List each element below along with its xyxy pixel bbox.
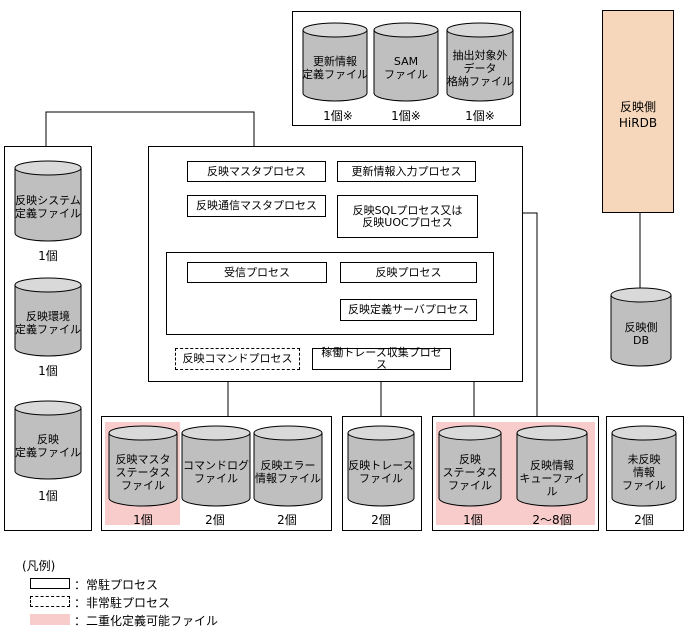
top-file-count-3: 1個※ xyxy=(465,109,495,123)
bottom-file-count-4: 2個 xyxy=(371,513,391,527)
process-command: 反映コマンドプロセス xyxy=(175,348,300,370)
top-file-count-2: 1個※ xyxy=(391,109,421,123)
bottom-file-6-label: 反映情報 キューファイル xyxy=(519,459,585,498)
top-file-2-label: SAM ファイル xyxy=(384,55,428,81)
process-master: 反映マスタプロセス xyxy=(187,161,326,182)
left-file-3-label: 反映 定義ファイル xyxy=(15,433,81,459)
cylinder-shape xyxy=(108,425,178,507)
bottom-file-3: 反映エラー 情報ファイル xyxy=(253,425,323,507)
bottom-file-3-label: 反映エラー 情報ファイル xyxy=(255,459,321,485)
top-file-2: SAM ファイル xyxy=(373,22,439,102)
cylinder-shape xyxy=(516,425,588,507)
process-def-server: 反映定義サーバプロセス xyxy=(340,299,477,321)
bottom-file-count-7: 2個 xyxy=(634,513,654,527)
process-receive-label: 受信プロセス xyxy=(224,265,290,279)
bottom-file-4-label: 反映トレース ファイル xyxy=(348,459,414,485)
left-file-2-label: 反映環境 定義ファイル xyxy=(15,310,81,336)
bottom-file-2-label: コマンドログ ファイル xyxy=(183,459,249,485)
top-file-1-label: 更新情報 定義ファイル xyxy=(302,55,368,81)
process-receive: 受信プロセス xyxy=(187,262,327,283)
left-file-1: 反映システム 定義ファイル xyxy=(14,160,82,242)
bottom-file-5-label: 反映 ステータス ファイル xyxy=(442,452,498,492)
legend-swatch-pink xyxy=(30,614,70,625)
reflect-db-label: 反映側 DB xyxy=(624,321,658,347)
bottom-file-5: 反映 ステータス ファイル xyxy=(438,425,502,507)
cylinder-shape xyxy=(181,425,251,507)
bottom-file-count-1: 1個 xyxy=(133,513,153,527)
process-trace: 稼働トレース収集プロセス xyxy=(312,346,451,371)
process-update-input-label: 更新情報入力プロセス xyxy=(351,164,462,178)
left-file-count-1: 1個 xyxy=(38,249,58,263)
process-master-label: 反映マスタプロセス xyxy=(207,164,306,178)
legend-swatch-solid xyxy=(30,578,70,589)
top-file-count-1: 1個※ xyxy=(323,109,353,123)
left-file-1-label: 反映システム 定義ファイル xyxy=(15,194,81,220)
hirdb-database: 反映側 HiRDB xyxy=(602,10,674,213)
bottom-file-1: 反映マスタ ステータス ファイル xyxy=(108,425,178,507)
cylinder-shape xyxy=(373,22,439,102)
legend-resident-text: ：常駐プロセス xyxy=(74,578,159,592)
bottom-file-2: コマンドログ ファイル xyxy=(181,425,251,507)
legend-title: (凡例) xyxy=(22,559,56,573)
left-file-count-2: 1個 xyxy=(38,364,58,378)
bottom-file-7: 未反映 情報 ファイル xyxy=(611,425,677,507)
left-file-count-3: 1個 xyxy=(38,489,58,503)
process-reflect: 反映プロセス xyxy=(340,262,477,283)
cylinder-shape xyxy=(14,160,82,242)
bottom-file-6: 反映情報 キューファイル xyxy=(516,425,588,507)
cylinder-shape xyxy=(302,22,368,102)
top-file-1: 更新情報 定義ファイル xyxy=(302,22,368,102)
process-trace-label: 稼働トレース収集プロセス xyxy=(321,346,442,371)
legend-swatch-dashed xyxy=(30,596,70,607)
bottom-file-7-label: 未反映 情報 ファイル xyxy=(622,452,666,492)
cylinder-shape xyxy=(611,425,677,507)
process-update-input: 更新情報入力プロセス xyxy=(337,161,476,182)
legend-duplex-text: ：二重化定義可能ファイル xyxy=(74,614,219,628)
process-sql-uoc-label: 反映SQLプロセス又は 反映UOCプロセス xyxy=(352,203,463,229)
bottom-file-count-2: 2個 xyxy=(205,513,225,527)
left-file-2: 反映環境 定義ファイル xyxy=(14,277,82,357)
cylinder-shape xyxy=(14,277,82,357)
process-comm-master-label: 反映通信マスタプロセス xyxy=(196,199,317,212)
bottom-file-4: 反映トレース ファイル xyxy=(347,425,415,507)
process-def-server-label: 反映定義サーバプロセス xyxy=(348,303,469,316)
process-reflect-label: 反映プロセス xyxy=(375,265,442,279)
bottom-file-1-label: 反映マスタ ステータス ファイル xyxy=(115,452,171,492)
cylinder-shape xyxy=(446,22,514,102)
bottom-file-count-5: 1個 xyxy=(463,513,483,527)
top-file-3: 抽出対象外 データ 格納ファイル xyxy=(446,22,514,102)
legend-nonresident-text: ：非常駐プロセス xyxy=(74,596,171,610)
top-file-3-label: 抽出対象外 データ 格納ファイル xyxy=(447,48,513,88)
cylinder-shape xyxy=(438,425,502,507)
cylinder-shape xyxy=(610,287,672,367)
process-comm-master: 反映通信マスタプロセス xyxy=(187,195,326,217)
cylinder-shape xyxy=(253,425,323,507)
cylinder-shape xyxy=(347,425,415,507)
reflect-db: 反映側 DB xyxy=(610,287,672,367)
left-file-3: 反映 定義ファイル xyxy=(14,400,82,480)
hirdb-label: 反映側 HiRDB xyxy=(618,100,658,130)
process-command-label: 反映コマンドプロセス xyxy=(182,352,293,365)
process-sql-uoc: 反映SQLプロセス又は 反映UOCプロセス xyxy=(337,195,478,238)
bottom-file-count-6: 2～8個 xyxy=(532,513,572,527)
cylinder-shape xyxy=(14,400,82,480)
bottom-file-count-3: 2個 xyxy=(277,513,297,527)
